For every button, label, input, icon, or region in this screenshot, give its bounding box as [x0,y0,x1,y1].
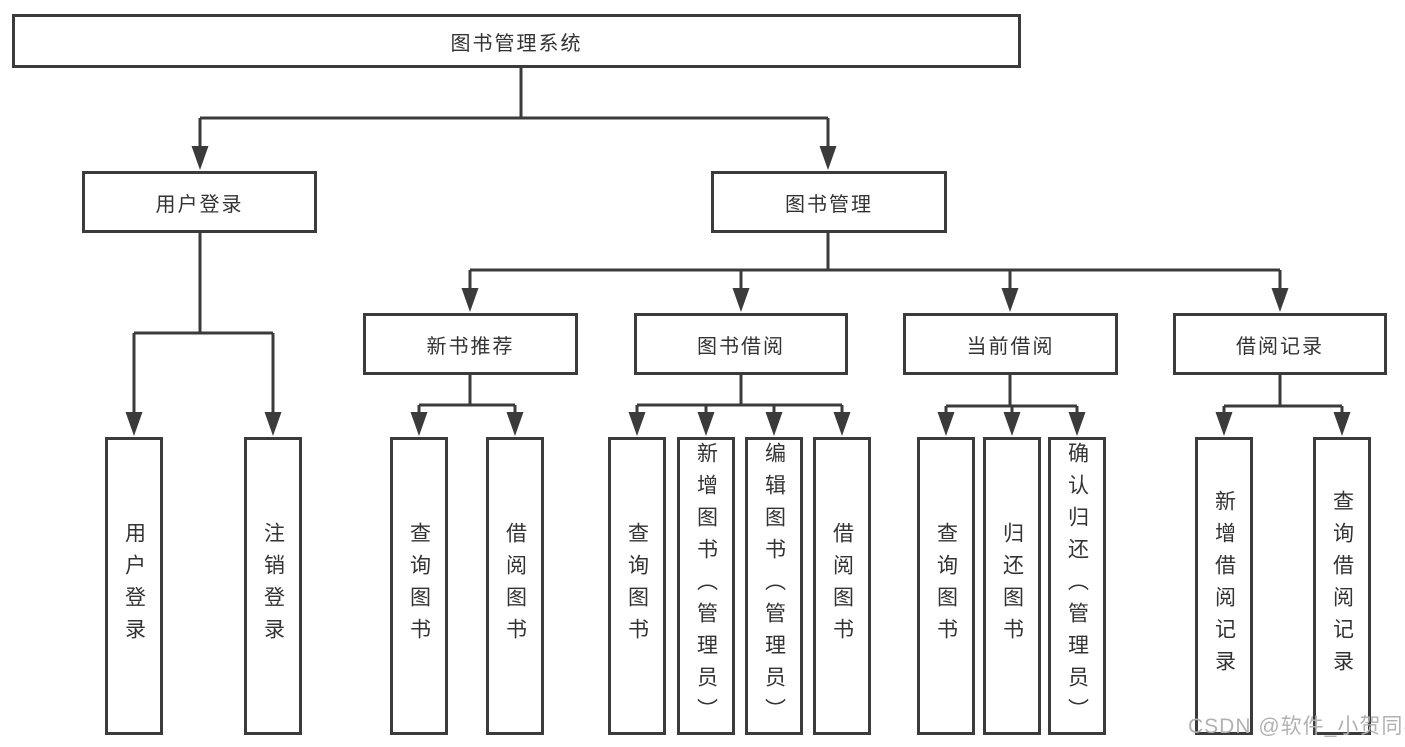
node-label: 编辑图书（管理员） [762,442,786,730]
node-leaf-edit-books-admin: 编辑图书（管理员） [745,437,803,735]
node-label: 确认归还（管理员） [1065,442,1089,730]
node-leaf-user-login: 用户登录 [105,437,163,735]
node-label: 借阅记录 [1236,335,1324,358]
node-label: 查询图书 [407,522,431,650]
node-leaf-query-books-3: 查询图书 [917,437,975,735]
csdn-watermark: CSDN @软件_小贺同学 [1188,715,1405,738]
node-library-management-system: 图书管理系统 [12,14,1021,68]
node-leaf-borrow-books: 借阅图书 [486,437,544,735]
node-label: 用户登录 [122,522,146,650]
node-label: 当前借阅 [966,335,1055,358]
connector-book-management [468,233,1282,293]
node-label: 图书借阅 [697,335,785,358]
node-book-management: 图书管理 [711,171,947,233]
node-label: 归还图书 [1000,522,1024,650]
node-current-borrow: 当前借阅 [903,313,1118,375]
connector-new-book-recommend [417,375,517,418]
node-new-book-recommend: 新书推荐 [363,313,578,375]
node-label: 用户登录 [155,193,244,216]
connector-user-login [132,233,275,418]
node-label: 新增借阅记录 [1212,490,1236,682]
node-label: 图书管理系统 [450,32,583,55]
node-label: 查询借阅记录 [1330,490,1354,682]
node-label: 查询图书 [934,522,958,650]
node-label: 注销登录 [261,522,285,650]
connector-current-borrow [944,375,1079,418]
node-label: 查询图书 [625,522,649,650]
connector-book-borrow [635,375,844,418]
node-label: 借阅图书 [503,522,527,650]
node-leaf-add-books-admin: 新增图书（管理员） [677,437,735,735]
connector-root [198,68,830,150]
node-borrow-record: 借阅记录 [1173,313,1387,375]
node-leaf-add-borrow-record: 新增借阅记录 [1195,437,1253,735]
node-leaf-query-books-2: 查询图书 [608,437,666,735]
node-leaf-borrow-books-2: 借阅图书 [813,437,871,735]
node-label: 新增图书（管理员） [694,442,718,730]
node-label: 借阅图书 [830,522,854,650]
node-user-login: 用户登录 [82,171,317,233]
node-leaf-query-books: 查询图书 [390,437,448,735]
node-leaf-confirm-return-admin: 确认归还（管理员） [1048,437,1106,735]
node-leaf-logout: 注销登录 [244,437,302,735]
connector-borrow-record [1222,375,1344,418]
node-leaf-query-borrow-record: 查询借阅记录 [1313,437,1371,735]
node-label: 新书推荐 [426,335,515,358]
node-label: 图书管理 [785,193,873,216]
node-leaf-return-books: 归还图书 [983,437,1041,735]
node-book-borrow: 图书借阅 [634,313,848,375]
